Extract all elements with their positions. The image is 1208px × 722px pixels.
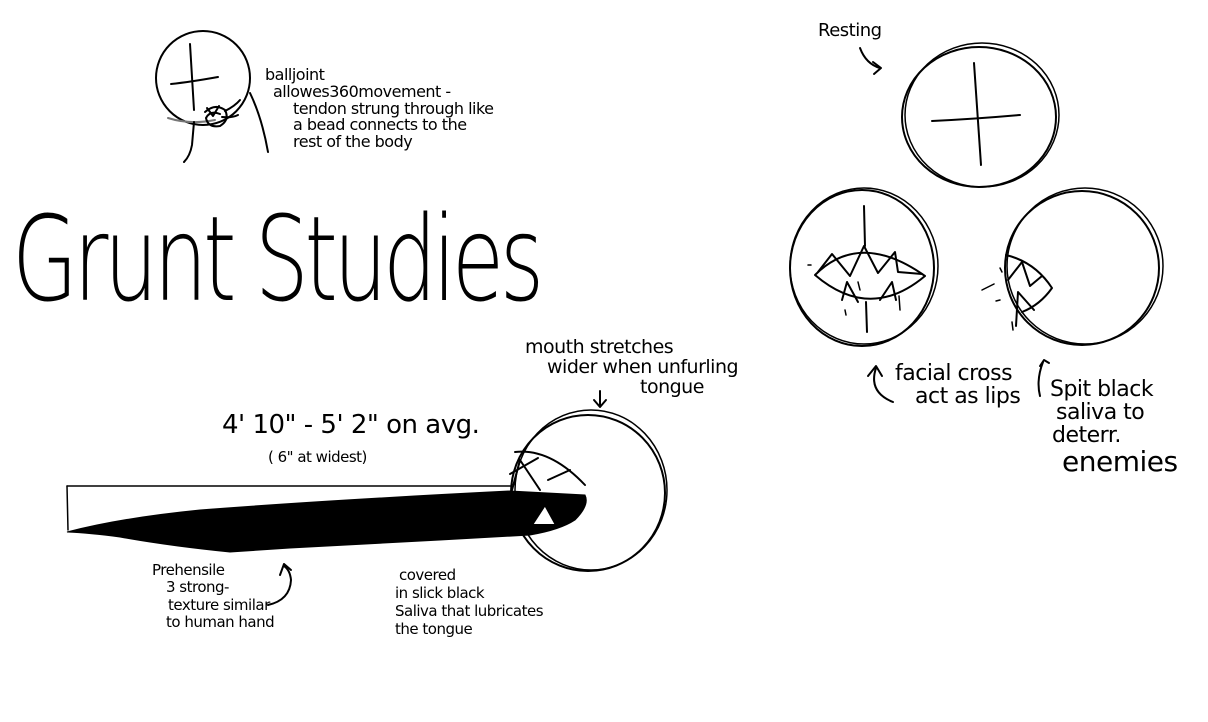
ball-joint-line-1: balljoint <box>265 65 325 84</box>
tongue-mouth-circle <box>510 409 668 572</box>
facial-cross-arrowhead <box>867 365 883 377</box>
covered-note: covered in slick black Saliva that lubri… <box>395 566 544 638</box>
covered-line-3: Saliva that lubricates <box>395 602 544 620</box>
covered-line-2: in slick black <box>395 584 485 602</box>
resting-face-sketch <box>901 42 1060 188</box>
spit-arrowhead <box>1039 359 1050 367</box>
facial-cross-line-1: facial cross <box>895 361 1013 386</box>
facial-cross-arrow <box>873 367 894 403</box>
tongue-extended-sketch <box>66 457 587 553</box>
mouth-stretch-arrowhead <box>593 399 607 408</box>
head-ball-joint-sketch <box>155 30 269 163</box>
spit-line-1: Spit black <box>1050 377 1154 402</box>
mouth-stretches-line-1: mouth stretches <box>525 336 674 358</box>
spit-line-3: deterr. <box>1052 423 1121 449</box>
spit-note: Spit black saliva to deterr. enemies <box>1050 378 1178 477</box>
covered-line-1: covered <box>399 566 456 584</box>
width-note: ( 6" at widest) <box>268 448 367 466</box>
spit-line-4: enemies <box>1062 445 1178 479</box>
prehensile-arrow <box>267 565 292 606</box>
prehensile-line-3: texture similar <box>168 595 270 614</box>
ball-joint-line-5: rest of the body <box>293 132 413 152</box>
resting-label: Resting <box>818 20 882 41</box>
resting-arrowhead <box>872 61 882 75</box>
ball-joint-line-4: a bead connects to the <box>293 115 467 135</box>
facial-cross-line-2: act as lips <box>915 384 1021 410</box>
ball-joint-line-2: allowes360movement - <box>273 81 451 101</box>
prehensile-line-2: 3 strong- <box>166 578 229 597</box>
height-note: 4' 10" - 5' 2" on avg. <box>222 410 480 440</box>
page-title: Grunt Studies <box>12 190 544 328</box>
covered-line-4: the tongue <box>395 620 473 638</box>
open-mouth-front-sketch <box>789 187 939 347</box>
resting-arrow <box>859 47 881 69</box>
ball-joint-line-3: tendon strung through like <box>293 98 494 118</box>
spit-line-2: saliva to <box>1056 400 1145 426</box>
prehensile-note: Prehensile 3 strong- texture similar to … <box>152 561 275 631</box>
open-mouth-side-sketch <box>981 187 1164 346</box>
prehensile-line-4: to human hand <box>166 612 275 631</box>
facial-cross-note: facial cross act as lips <box>895 361 1021 410</box>
mouth-stretches-line-2: wider when unfurling <box>547 355 739 378</box>
ball-joint-note: balljoint allowes360movement - tendon st… <box>265 65 494 152</box>
prehensile-line-1: Prehensile <box>152 561 225 579</box>
spit-arrow <box>1037 361 1044 397</box>
mouth-stretches-line-3: tongue <box>640 375 704 398</box>
mouth-stretches-note: mouth stretches wider when unfurling ton… <box>525 336 739 398</box>
prehensile-arrowhead <box>279 563 292 576</box>
